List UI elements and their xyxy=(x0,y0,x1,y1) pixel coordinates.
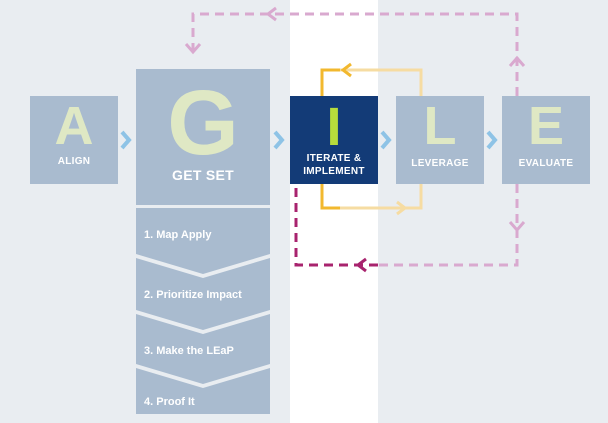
stage-iterate-implement: I ITERATE & IMPLEMENT xyxy=(290,96,378,184)
stage-leverage: L LEVERAGE xyxy=(396,96,484,184)
get-set-step-3: 3. Make the LEaP xyxy=(144,345,234,357)
arrow-g-to-i xyxy=(273,130,285,150)
get-set-step-2: 2. Prioritize Impact xyxy=(144,289,242,301)
step-shape-2 xyxy=(136,258,270,330)
stage-evaluate-letter: E xyxy=(527,96,565,156)
stage-get-set-label: GET SET xyxy=(172,167,234,183)
loop-bottom-arrowhead-left xyxy=(355,257,367,273)
stage-iterate-label-line1: ITERATE & xyxy=(306,153,362,164)
stage-evaluate-label: EVALUATE xyxy=(518,158,574,169)
get-set-step-4: 4. Proof It xyxy=(144,396,195,408)
stage-leverage-label: LEVERAGE xyxy=(411,158,469,169)
get-set-step-1: 1. Map Apply xyxy=(144,229,212,241)
arrow-l-to-e xyxy=(486,130,498,150)
stage-iterate-letter: I xyxy=(326,97,342,157)
step-shape-1 xyxy=(136,208,270,274)
arrow-a-to-g xyxy=(120,130,132,150)
loop-bottom-faded xyxy=(378,184,519,267)
loop-bottom-arrowhead-down xyxy=(508,221,526,233)
loop-orange-arrowhead-right xyxy=(396,200,408,216)
loop-orange-arrowhead-left xyxy=(340,62,352,78)
loop-top-dashed xyxy=(191,12,519,96)
stage-get-set: G GET SET xyxy=(136,69,270,205)
stage-evaluate: E EVALUATE xyxy=(502,96,590,184)
loop-bottom-bright xyxy=(294,184,378,267)
stage-align: A ALIGN xyxy=(30,96,118,184)
loop-top-arrowhead-up xyxy=(508,55,526,67)
step-shape-3 xyxy=(136,314,270,384)
stage-leverage-letter: L xyxy=(423,96,457,156)
stage-get-set-letter: G xyxy=(167,72,239,174)
stage-align-label: ALIGN xyxy=(57,156,91,167)
arrow-i-to-l xyxy=(380,130,392,150)
loop-top-arrowhead-down xyxy=(184,43,202,55)
loop-top-arrowhead-left xyxy=(265,6,277,22)
stage-iterate-label: ITERATE & IMPLEMENT xyxy=(290,152,378,178)
loop-orange-faded xyxy=(340,68,423,210)
stage-align-letter: A xyxy=(54,96,94,156)
stage-iterate-label-line2: IMPLEMENT xyxy=(303,166,365,177)
step-shape-4 xyxy=(136,368,270,414)
